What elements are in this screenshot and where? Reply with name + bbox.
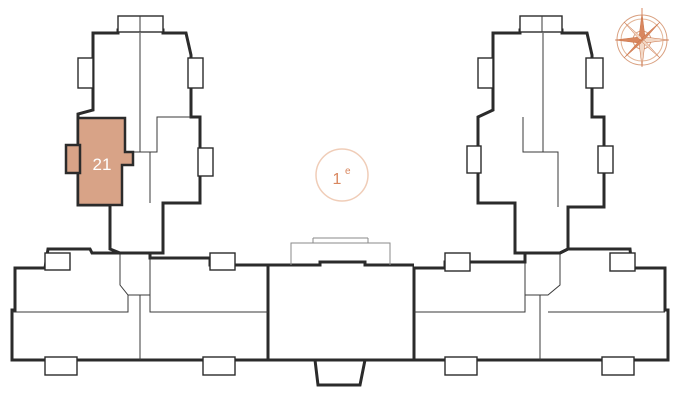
unit-21[interactable]: 21 (64, 116, 135, 207)
floor-superscript: e (345, 166, 351, 177)
unit-number-label: 21 (93, 155, 112, 174)
right-wing (476, 28, 606, 296)
lower-block (10, 237, 670, 387)
balconies (44, 15, 636, 376)
floor-indicator: 1 e (315, 148, 369, 202)
compass-rose-icon (614, 8, 670, 68)
svg-text:1: 1 (333, 171, 342, 188)
floor-number: 1 (333, 171, 342, 188)
